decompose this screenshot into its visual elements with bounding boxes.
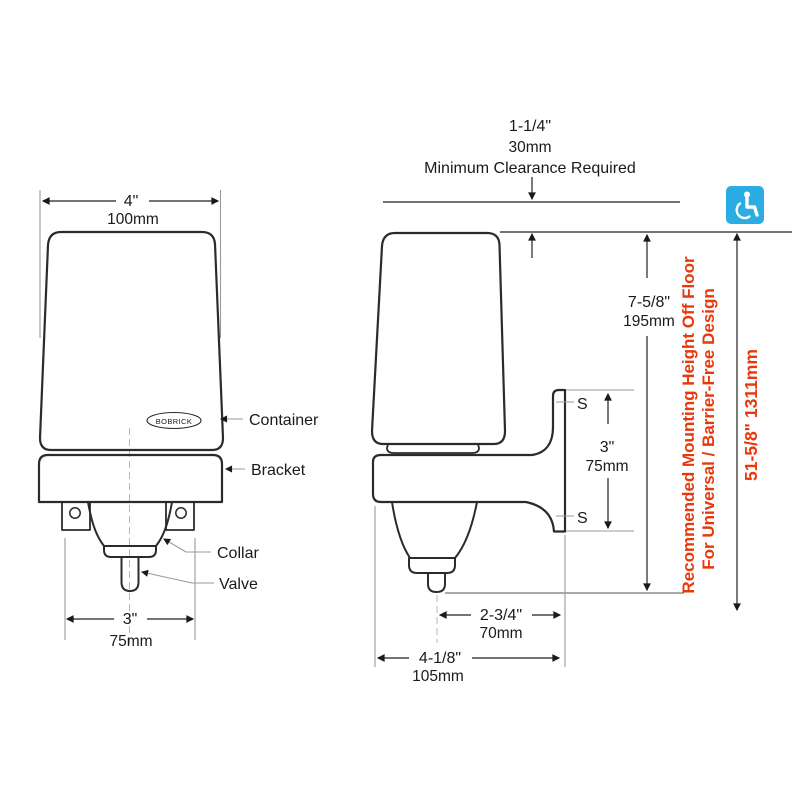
accessibility-icon-body bbox=[745, 196, 759, 217]
accessibility-icon-head bbox=[744, 191, 750, 198]
screw-label-bottom: S bbox=[577, 510, 588, 527]
accessibility-icon-background bbox=[726, 186, 764, 224]
container-foot-side bbox=[386, 443, 480, 454]
valve-side-outline bbox=[427, 572, 446, 593]
collar-label: Collar bbox=[217, 545, 259, 562]
bracket-label: Bracket bbox=[251, 462, 306, 479]
valve-front-outline bbox=[120, 556, 140, 592]
side-height-inches: 7-5/8" bbox=[628, 294, 670, 311]
clearance-mm: 30mm bbox=[508, 139, 551, 156]
collar-front-outline bbox=[87, 501, 173, 547]
container-front-outline bbox=[38, 230, 225, 452]
clearance-inches: 1-1/4" bbox=[509, 118, 551, 135]
collar-band-side bbox=[408, 557, 456, 574]
bobrick-logo-text: BOBRICK bbox=[156, 417, 193, 426]
front-width-inches: 4" bbox=[124, 193, 139, 210]
valve-label: Valve bbox=[219, 576, 258, 593]
spout-to-wall-inches: 2-3/4" bbox=[480, 607, 522, 624]
bracket-side-outline bbox=[371, 388, 567, 533]
clearance-callout: 1-1/4" 30mm Minimum Clearance Required bbox=[383, 118, 792, 258]
mounting-ear-right bbox=[165, 501, 195, 531]
mounting-note-line2: For Universal / Barrier-Free Design bbox=[699, 288, 718, 570]
container-side-outline bbox=[370, 231, 507, 446]
mounting-height-value: 51-5/8" 1311mm bbox=[741, 349, 761, 481]
screw-spacing-inches: 3" bbox=[600, 439, 615, 456]
bobrick-logo-oval bbox=[146, 411, 202, 430]
collar-width-inches: 3" bbox=[123, 611, 138, 628]
mounting-height-annotation: Recommended Mounting Height Off Floor Fo… bbox=[679, 232, 761, 612]
screw-spacing-mm: 75mm bbox=[585, 458, 628, 475]
screw-hole-right bbox=[175, 507, 187, 519]
container-label: Container bbox=[249, 412, 319, 429]
wheelchair-accessibility-icon bbox=[726, 186, 764, 224]
front-width-mm: 100mm bbox=[107, 211, 159, 228]
collar-width-mm: 75mm bbox=[109, 633, 152, 650]
mounting-note-line1: Recommended Mounting Height Off Floor bbox=[679, 256, 698, 594]
projection-inches: 4-1/8" bbox=[419, 650, 461, 667]
collar-leader bbox=[163, 538, 211, 553]
projection-mm: 105mm bbox=[412, 668, 464, 685]
accessibility-icon-wheel bbox=[735, 202, 751, 220]
front-view: 4" 100mm BOBRICK Container Bracket Colla… bbox=[37, 190, 319, 650]
valve-leader bbox=[140, 569, 214, 584]
screw-label-top: S bbox=[577, 396, 588, 413]
side-view: S S 3" 75mm 7-5/8" 195mm 2-3/4" 70mm 4-1… bbox=[370, 231, 684, 685]
spout-to-wall-mm: 70mm bbox=[479, 625, 522, 642]
collar-band-front bbox=[103, 545, 157, 558]
side-height-mm: 195mm bbox=[623, 313, 675, 330]
mounting-ear-left bbox=[61, 501, 91, 531]
screw-hole-left bbox=[69, 507, 81, 519]
clearance-caption: Minimum Clearance Required bbox=[424, 160, 636, 177]
bracket-front-outline bbox=[37, 453, 224, 504]
collar-side-outline bbox=[391, 501, 478, 559]
